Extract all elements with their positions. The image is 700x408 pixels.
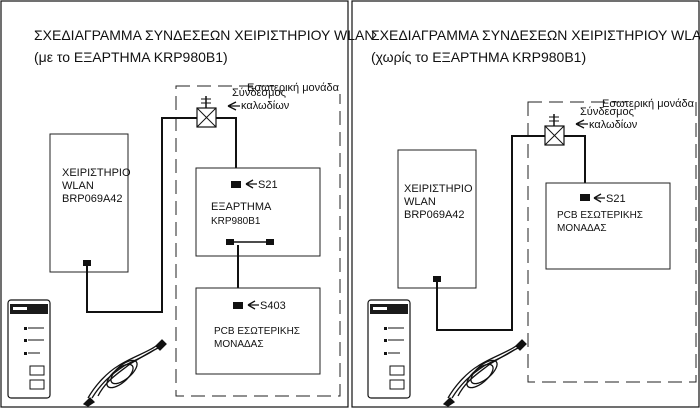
left-s21-port	[231, 181, 241, 188]
right-pcb-line1: PCB ΕΣΩΤΕΡΙΚΗΣ	[557, 210, 643, 221]
left-connector-arrow	[227, 101, 240, 111]
right-wire-to-s21	[564, 135, 586, 196]
left-coiled-cable-illustration	[82, 339, 167, 407]
right-title-line1: ΣΧΕΔΙΑΓΡΑΜΜΑ ΣΥΝΔΕΣΕΩΝ ΧΕΙΡΙΣΤΗΡΙΟΥ WLAN	[371, 27, 700, 43]
right-wlan-controller-box	[397, 149, 477, 289]
right-s21-label: S21	[606, 193, 626, 205]
left-s403-port	[233, 302, 243, 309]
right-wlan-device-illustration	[367, 299, 411, 399]
right-s21-port	[580, 194, 590, 201]
left-connector-label-2: καλωδίων	[241, 100, 290, 112]
left-indoor-unit-boundary	[175, 85, 341, 397]
left-controller-line2: WLAN	[62, 180, 94, 192]
right-connector-label-1: Σύνδεσμος	[580, 106, 634, 118]
right-s21-arrow	[593, 193, 605, 203]
left-wlan-device-illustration	[7, 299, 51, 399]
right-connector-arrow	[575, 119, 588, 129]
right-controller-line2: WLAN	[404, 196, 436, 208]
left-controller-line1: ΧΕΙΡΙΣΤΗΡΙΟ	[62, 167, 131, 179]
right-coiled-cable-illustration	[442, 339, 527, 407]
right-controller-line3: BRP069A42	[404, 209, 465, 221]
left-title-line2: (με το ΕΞΑΡΤΗΜΑ KRP980B1)	[34, 49, 228, 65]
left-adapter-model: KRP980B1	[211, 216, 261, 227]
right-title-line2: (χωρίς το ΕΞΑΡΤΗΜΑ KRP980B1)	[371, 49, 586, 65]
right-connector-label-2: καλωδίων	[589, 119, 638, 131]
left-indoor-label-bg	[280, 80, 342, 94]
left-controller-port	[83, 260, 91, 266]
panel-with-adapter: ΣΧΕΔΙΑΓΡΑΜΜΑ ΣΥΝΔΕΣΕΩΝ ΧΕΙΡΙΣΤΗΡΙΟΥ WLAN…	[7, 27, 374, 407]
left-indoor-unit-label: Εσωτερική μονάδα	[247, 82, 340, 94]
left-connector-label-1: Σύνδεσμος	[232, 87, 286, 99]
left-s21-label: S21	[258, 179, 278, 191]
right-panel-frame	[351, 0, 700, 408]
left-wlan-controller-box	[49, 133, 129, 273]
left-panel-frame	[0, 0, 349, 408]
left-adapter-port-a	[226, 239, 234, 245]
right-controller-port	[433, 276, 441, 282]
left-s403-arrow	[247, 300, 259, 310]
left-wire-controller	[86, 117, 197, 313]
left-adapter-name: ΕΞΑΡΤΗΜΑ	[211, 201, 272, 213]
left-s21-arrow	[245, 179, 257, 189]
right-controller-line1: ΧΕΙΡΙΣΤΗΡΙΟ	[404, 183, 473, 195]
right-indoor-label-bg	[630, 96, 694, 110]
right-wire-controller	[436, 135, 545, 331]
left-adapter-port-b	[266, 239, 274, 245]
left-title-line1: ΣΧΕΔΙΑΓΡΑΜΜΑ ΣΥΝΔΕΣΕΩΝ ΧΕΙΡΙΣΤΗΡΙΟΥ WLAN	[34, 27, 374, 43]
right-indoor-unit-label: Εσωτερική μονάδα	[602, 98, 695, 110]
right-pcb-box	[545, 182, 671, 270]
right-pcb-line2: ΜΟΝΑΔΑΣ	[557, 223, 607, 234]
left-wire-to-s21	[216, 117, 237, 182]
left-controller-line3: BRP069A42	[62, 193, 123, 205]
left-s403-label: S403	[260, 300, 286, 312]
panel-without-adapter: ΣΧΕΔΙΑΓΡΑΜΜΑ ΣΥΝΔΕΣΕΩΝ ΧΕΙΡΙΣΤΗΡΙΟΥ WLAN…	[367, 27, 700, 407]
left-pcb-line2: ΜΟΝΑΔΑΣ	[214, 339, 264, 350]
left-wire-connector-icon	[196, 96, 217, 128]
right-wire-connector-icon	[544, 114, 565, 146]
left-pcb-line1: PCB ΕΣΩΤΕΡΙΚΗΣ	[214, 326, 300, 337]
right-indoor-unit-boundary	[527, 101, 697, 383]
left-pcb-box	[195, 287, 321, 375]
